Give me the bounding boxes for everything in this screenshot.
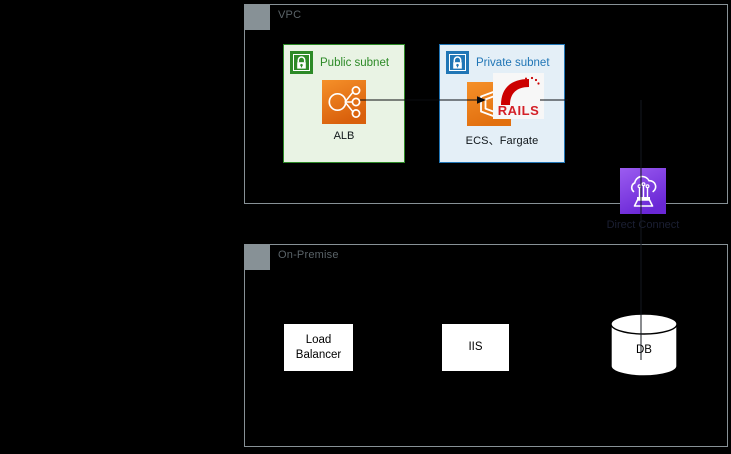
iis-label: IIS: [468, 341, 483, 354]
public-subnet-header: Public subnet: [290, 51, 389, 74]
vpc-group-icon: [244, 4, 270, 30]
node-direct-connect[interactable]: Direct Connect: [598, 168, 688, 231]
group-vpc[interactable]: VPC: [244, 4, 728, 204]
ecs-icon-stack: RAILS: [467, 73, 544, 126]
lock-icon: [290, 51, 313, 74]
on-premise-group-title: On-Premise: [278, 249, 339, 261]
connector-ecs-outbound: [540, 99, 568, 101]
private-subnet-label: Private subnet: [476, 56, 550, 69]
ecs-caption: ECS、Fargate: [465, 135, 539, 147]
node-alb[interactable]: ALB: [299, 80, 389, 142]
subnet-private[interactable]: Private subnet: [439, 44, 565, 163]
database-icon: [610, 313, 678, 377]
node-ecs-fargate[interactable]: RAILS ECS、Fargate: [450, 73, 554, 148]
vpc-group-title: VPC: [278, 9, 302, 21]
connector-direct-connect-to-on-premise: [640, 100, 642, 360]
rails-logo-icon: RAILS: [493, 73, 544, 119]
application-load-balancer-icon: [322, 80, 366, 124]
connector-alb-to-ecs: [360, 96, 486, 104]
private-subnet-header: Private subnet: [446, 51, 550, 74]
group-on-premise[interactable]: On-Premise: [244, 244, 728, 447]
onprem-db-cylinder[interactable]: DB: [610, 313, 678, 377]
db-label: DB: [636, 343, 652, 356]
public-subnet-label: Public subnet: [320, 56, 390, 69]
direct-connect-icon: [620, 168, 666, 214]
svg-text:RAILS: RAILS: [498, 103, 540, 118]
load-balancer-label: Load Balancer: [295, 334, 342, 361]
subnet-public[interactable]: Public subnet: [283, 44, 405, 163]
direct-connect-caption: Direct Connect: [606, 219, 680, 231]
onprem-load-balancer-box[interactable]: Load Balancer: [283, 323, 354, 372]
lock-icon: [446, 51, 469, 74]
onprem-iis-box[interactable]: IIS: [441, 323, 510, 372]
alb-caption: ALB: [333, 130, 355, 142]
on-premise-group-icon: [244, 244, 270, 270]
